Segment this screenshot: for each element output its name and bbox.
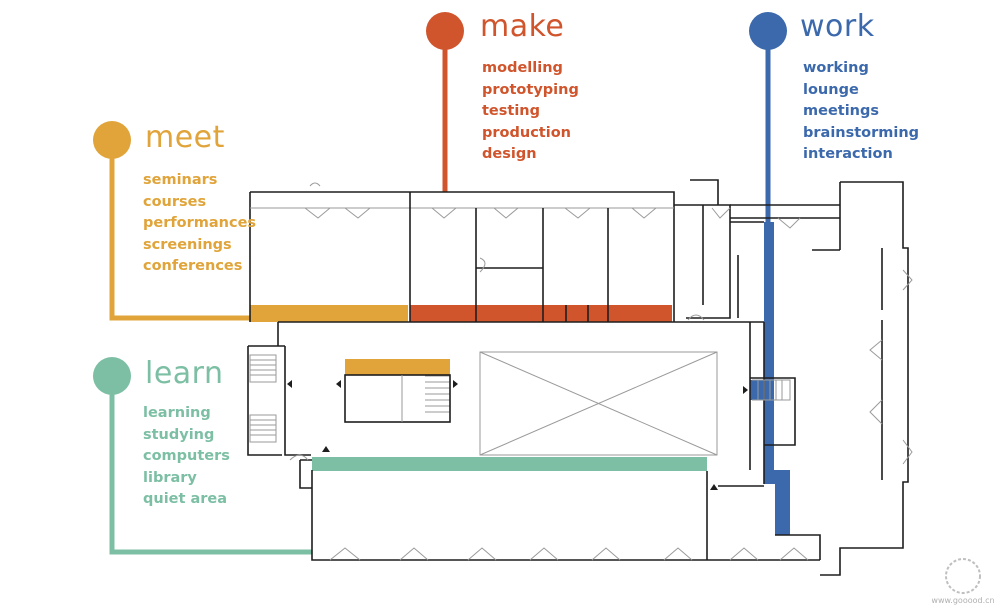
learn-activity-list: learning studying computers library quiet ar…: [143, 403, 230, 511]
work-activity-item: working: [803, 60, 869, 76]
work-activity-item: interaction: [803, 146, 893, 163]
watermark-text: www.gooood.cn: [932, 596, 994, 605]
make-activity-item: modelling: [482, 60, 563, 76]
meet-activity-item: screenings: [143, 236, 232, 253]
meet-activity-item: courses: [143, 193, 207, 210]
learn-activity-item: computers: [143, 448, 230, 465]
work-dot: [749, 12, 787, 50]
work-activity-item: meetings: [803, 103, 880, 120]
learn-zone-band: [312, 457, 707, 471]
meet-activity-item: performances: [143, 215, 257, 232]
work-zone-band-lower: [750, 380, 764, 400]
meet-activity-list: seminars courses performances screenings con…: [143, 170, 256, 278]
learn-title: learn: [145, 356, 224, 391]
stage-platform: [344, 374, 451, 423]
meet-zone-band: [250, 305, 408, 322]
learn-activity-item: studying: [143, 426, 215, 443]
watermark-logo: www.gooood.cn: [932, 558, 994, 605]
meet-activity-item: conferences: [143, 258, 243, 275]
make-activity-item: production: [482, 124, 571, 141]
meet-activity-item: seminars: [143, 172, 218, 188]
learn-activity-item: quiet area: [143, 491, 228, 508]
walls: [247, 179, 909, 576]
make-zone-band: [410, 305, 672, 322]
learn-connector-line: [109, 376, 312, 555]
learn-dot: [93, 357, 131, 395]
learn-activity-item: library: [143, 469, 197, 486]
arrow-markers: [287, 380, 748, 490]
stage-bar: [345, 359, 450, 375]
make-activity-item: prototyping: [482, 81, 579, 98]
door-swings: [289, 182, 913, 561]
meet-dot: [93, 121, 131, 159]
work-activity-item: brainstorming: [803, 124, 920, 141]
meet-connector-line: [109, 140, 250, 321]
make-title: make: [480, 9, 565, 44]
central-void: [479, 351, 718, 456]
work-title: work: [800, 9, 875, 44]
make-activity-item: testing: [482, 103, 540, 120]
make-activity-list: modelling prototyping testing production des…: [482, 58, 579, 166]
make-dot: [426, 12, 464, 50]
work-zone-band: [764, 222, 790, 535]
meet-title: meet: [145, 120, 225, 155]
stairs: [249, 354, 791, 443]
work-activity-list: working lounge meetings brainstorming intera…: [803, 58, 919, 166]
work-activity-item: lounge: [803, 81, 859, 98]
learn-activity-item: learning: [143, 405, 211, 421]
make-activity-item: design: [482, 146, 537, 163]
